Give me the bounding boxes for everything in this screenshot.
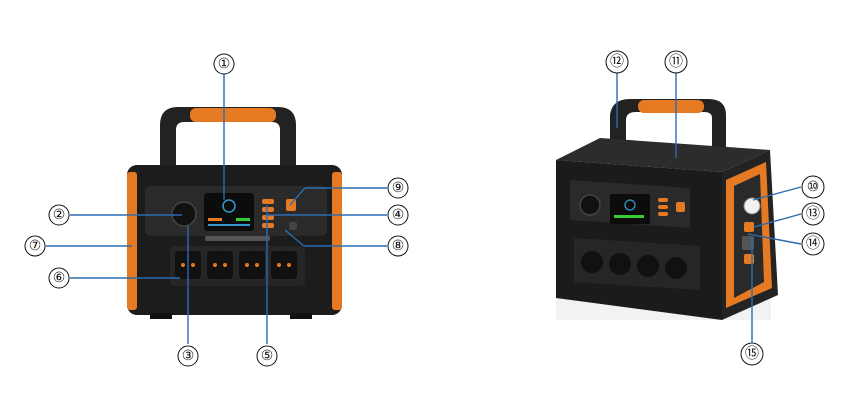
- leader-10: [752, 186, 802, 201]
- front-lcd-bar-3: [208, 224, 250, 226]
- front-ac-outlet-4: [271, 251, 297, 279]
- callout-ring-4: [387, 204, 409, 226]
- front-ac-outlet-3: [239, 251, 265, 279]
- front-foot-right: [290, 313, 312, 319]
- front-foot-left: [150, 313, 172, 319]
- callout-ring-13: [801, 202, 825, 226]
- callout-5: ⑤: [261, 348, 274, 364]
- side-ac-outlet-1: [581, 251, 603, 273]
- front-handle-grip: [190, 108, 276, 122]
- front-lcd-ring: [222, 199, 236, 213]
- callout-ring-14: [801, 232, 825, 256]
- side-dc-port: [676, 202, 685, 212]
- side-lcd-bar: [614, 215, 644, 218]
- callout-14: ⑭: [806, 236, 820, 252]
- front-usb-port-3: [262, 215, 274, 220]
- callout-7: ⑦: [29, 238, 42, 254]
- side-port-13: [744, 222, 754, 232]
- callout-ring-8: [387, 235, 409, 257]
- side-top-face: [556, 138, 770, 172]
- callout-ring-5: [256, 345, 278, 367]
- front-view-power-station: [127, 107, 342, 319]
- callout-1: ①: [218, 56, 231, 72]
- callout-6: ⑥: [53, 270, 66, 286]
- callout-ring-6: [48, 267, 70, 289]
- front-usb-port-1: [262, 199, 274, 204]
- side-view-power-station: [556, 99, 778, 320]
- leader-lines: [46, 73, 802, 344]
- callout-ring-15: [740, 342, 764, 366]
- leader-8: [284, 229, 305, 247]
- callout-8: ⑧: [392, 238, 405, 254]
- callout-11: ⑪: [669, 54, 683, 70]
- front-left-orange-panel: [127, 172, 137, 310]
- callout-12: ⑫: [610, 54, 624, 70]
- front-led-strip: [205, 236, 270, 241]
- leader-14: [747, 233, 802, 245]
- front-ac-outlet-2: [207, 251, 233, 279]
- callout-10: ⑩: [807, 179, 820, 195]
- callout-ring-1: [213, 53, 235, 75]
- leader-13: [753, 213, 802, 228]
- side-round-port: [743, 197, 761, 215]
- side-handle-grip: [638, 100, 704, 113]
- side-ac-panel: [574, 238, 700, 290]
- side-ac-outlet-3: [637, 255, 659, 277]
- callout-4: ④: [392, 207, 405, 223]
- callout-3: ③: [182, 348, 195, 364]
- front-lcd-bar-2: [236, 218, 250, 221]
- side-power-button: [579, 194, 601, 216]
- callout-ring-11: [664, 50, 688, 74]
- callout-ring-12: [605, 50, 629, 74]
- front-right-orange-panel: [332, 172, 342, 310]
- side-ac-outlet-2: [609, 253, 631, 275]
- leader-9: [289, 187, 306, 206]
- callout-ring-10: [801, 175, 825, 199]
- callout-ring-3: [177, 345, 199, 367]
- side-ac-outlet-4: [665, 257, 687, 279]
- callout-15: ⑮: [745, 346, 759, 362]
- callout-ring-2: [48, 204, 70, 226]
- callout-ring-7: [24, 235, 46, 257]
- side-usb-port-3: [658, 212, 668, 216]
- front-small-port: [289, 222, 297, 230]
- callout-ring-9: [387, 177, 409, 199]
- front-power-button: [171, 201, 197, 227]
- side-port-14: [742, 236, 754, 250]
- front-lcd-bar-1: [208, 218, 222, 221]
- front-usb-port-2: [262, 207, 274, 212]
- callout-13: ⑬: [806, 206, 820, 222]
- side-lcd-ring: [624, 199, 636, 211]
- front-usb-port-4: [262, 223, 274, 228]
- side-usb-port-2: [658, 205, 668, 209]
- callout-numbers: ① ② ③ ④ ⑤ ⑥ ⑦ ⑧ ⑨ ⑩ ⑪ ⑫ ⑬ ⑭ ⑮: [24, 50, 825, 367]
- callout-2: ②: [53, 207, 66, 223]
- side-lcd-screen: [610, 194, 650, 224]
- callout-9: ⑨: [392, 180, 405, 196]
- side-usb-port-1: [658, 198, 668, 202]
